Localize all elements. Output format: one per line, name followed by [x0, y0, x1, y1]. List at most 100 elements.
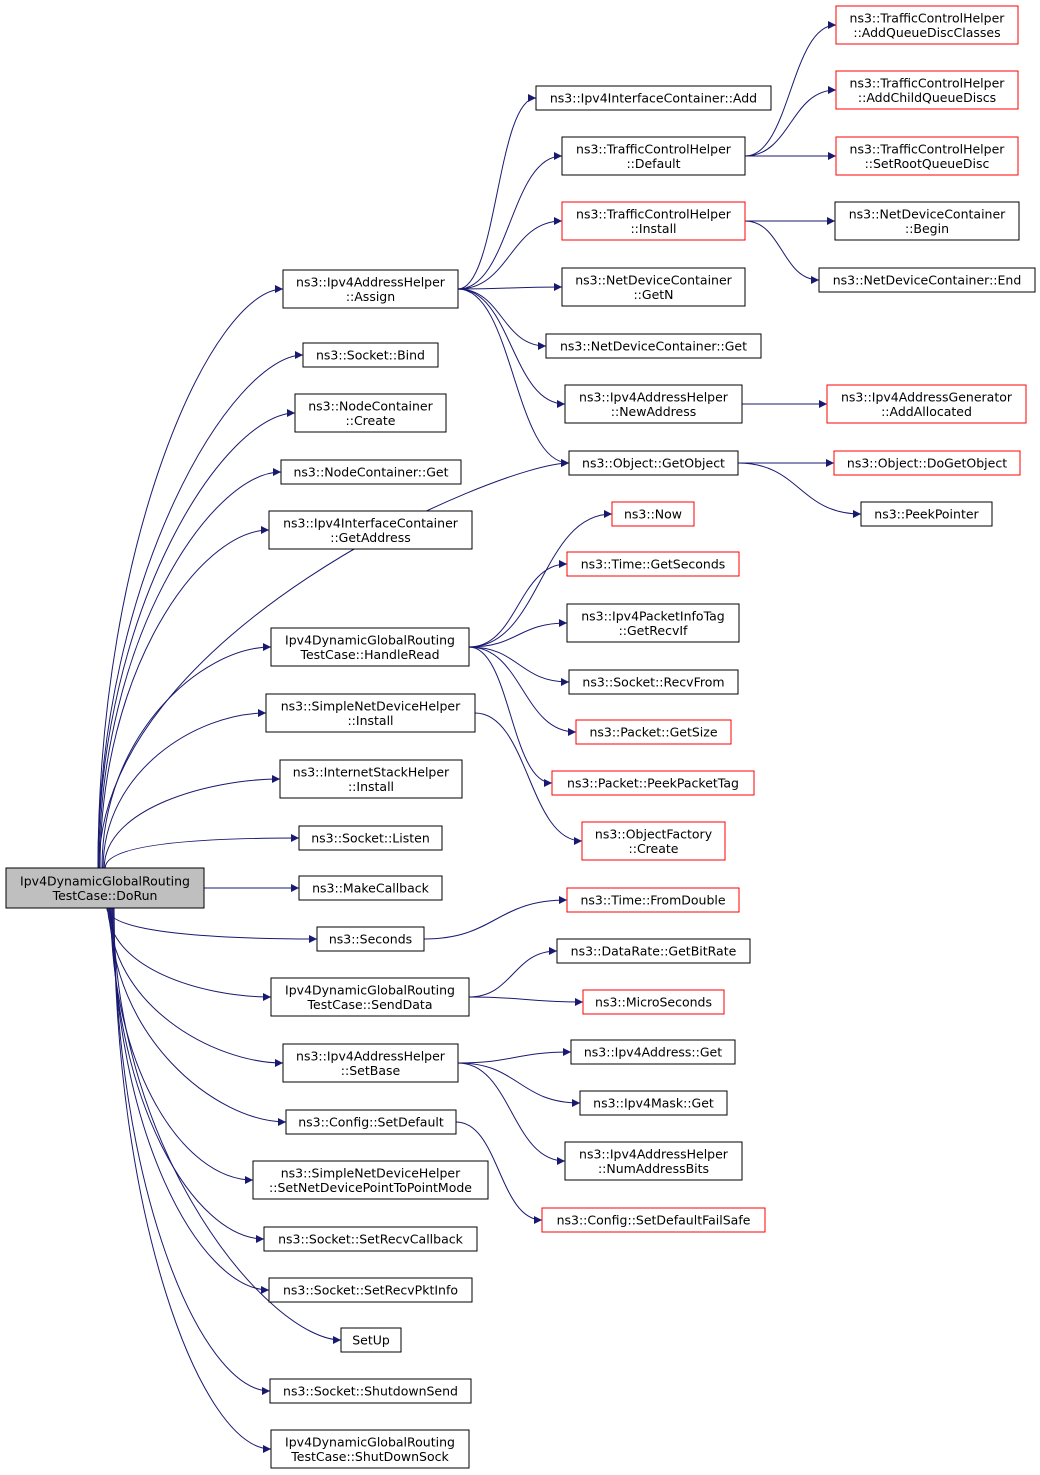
node-recvfrom[interactable]: ns3::Socket::RecvFrom	[568, 669, 739, 695]
node-label: ns3::Ipv4AddressHelper	[296, 274, 446, 289]
node-setup[interactable]: SetUp	[340, 1327, 402, 1353]
node-box	[566, 551, 740, 577]
node-ipv4mask-get[interactable]: ns3::Ipv4Mask::Get	[579, 1090, 728, 1116]
edge-sndh_install-of_create	[474, 712, 583, 845]
node-fromdouble[interactable]: ns3::Time::FromDouble	[566, 887, 740, 913]
edge-handleread-recvfrom	[468, 646, 570, 686]
node-box	[575, 719, 732, 745]
node-getseconds[interactable]: ns3::Time::GetSeconds	[566, 551, 740, 577]
node-microseconds[interactable]: ns3::MicroSeconds	[582, 989, 725, 1015]
node-box	[581, 821, 726, 861]
node-seconds[interactable]: ns3::Seconds	[316, 926, 425, 952]
node-label: ns3::SimpleNetDeviceHelper	[281, 698, 461, 713]
node-dogetobject[interactable]: ns3::Object::DoGetObject	[833, 450, 1021, 476]
node-nc-create[interactable]: ns3::NodeContainer::Create	[294, 393, 447, 433]
node-label: ns3::Packet::GetSize	[589, 725, 717, 740]
node-setbase[interactable]: ns3::Ipv4AddressHelper::SetBase	[282, 1043, 459, 1083]
node-ndc-get[interactable]: ns3::NetDeviceContainer::Get	[545, 333, 762, 359]
edge-assign-getobject	[457, 288, 570, 467]
node-setrootqd[interactable]: ns3::TrafficControlHelper::SetRootQueueD…	[835, 136, 1019, 176]
edge-root-setrecvpkt	[112, 907, 270, 1294]
node-box	[835, 136, 1019, 176]
node-setrecvcb[interactable]: ns3::Socket::SetRecvCallback	[263, 1226, 478, 1252]
node-tch-default[interactable]: ns3::TrafficControlHelper::Default	[561, 136, 746, 176]
node-iic-add[interactable]: ns3::Ipv4InterfaceContainer::Add	[535, 85, 772, 111]
node-label: ::Install	[630, 221, 676, 236]
node-getsize[interactable]: ns3::Packet::GetSize	[575, 719, 732, 745]
node-box	[268, 510, 473, 550]
node-label: ::Install	[348, 779, 394, 794]
node-numaddrbits[interactable]: ns3::Ipv4AddressHelper::NumAddressBits	[564, 1141, 743, 1181]
node-box	[252, 1160, 489, 1200]
node-label: ns3::PeekPointer	[874, 507, 979, 522]
node-addqdclasses[interactable]: ns3::TrafficControlHelper::AddQueueDiscC…	[835, 5, 1019, 45]
edge-root-listen	[104, 834, 300, 869]
node-box	[263, 1226, 478, 1252]
edge-root-assign	[97, 285, 284, 869]
node-ndc-getn[interactable]: ns3::NetDeviceContainer::GetN	[561, 267, 746, 307]
node-label: SetUp	[352, 1333, 390, 1348]
node-label: ns3::Socket::SetRecvPktInfo	[283, 1283, 458, 1298]
node-getrecvif[interactable]: ns3::Ipv4PacketInfoTag::GetRecvIf	[566, 603, 740, 643]
node-label: ns3::NodeContainer::Get	[294, 465, 449, 480]
node-bind[interactable]: ns3::Socket::Bind	[302, 342, 439, 368]
edge-root-iic_getaddr	[99, 526, 270, 869]
node-label: TestCase::ShutDownSock	[290, 1449, 449, 1464]
node-of-create[interactable]: ns3::ObjectFactory::Create	[581, 821, 726, 861]
node-addchildqd[interactable]: ns3::TrafficControlHelper::AddChildQueue…	[835, 70, 1019, 110]
node-peekpackettag[interactable]: ns3::Packet::PeekPacketTag	[551, 770, 755, 796]
node-box	[860, 501, 993, 527]
node-ipv4addr-get[interactable]: ns3::Ipv4Address::Get	[570, 1039, 736, 1065]
node-label: ns3::Object::GetObject	[582, 456, 725, 471]
node-makecallback[interactable]: ns3::MakeCallback	[298, 875, 443, 901]
edge-handleread-getsize	[468, 646, 577, 736]
node-box	[541, 1207, 766, 1233]
node-label: ns3::Config::SetDefault	[298, 1115, 444, 1130]
node-handleread[interactable]: Ipv4DynamicGlobalRoutingTestCase::Handle…	[270, 627, 470, 667]
node-tch-install[interactable]: ns3::TrafficControlHelper::Install	[561, 201, 746, 241]
node-iic-getaddr[interactable]: ns3::Ipv4InterfaceContainer::GetAddress	[268, 510, 473, 550]
node-senddata[interactable]: Ipv4DynamicGlobalRoutingTestCase::SendDa…	[270, 977, 470, 1017]
edge-assign-tch_install	[457, 217, 563, 290]
node-newaddress[interactable]: ns3::Ipv4AddressHelper::NewAddress	[564, 384, 743, 424]
node-getobject[interactable]: ns3::Object::GetObject	[568, 450, 739, 476]
edge-assign-iic_add	[457, 94, 537, 290]
node-box	[818, 267, 1036, 293]
node-setdefaultfailsafe[interactable]: ns3::Config::SetDefaultFailSafe	[541, 1207, 766, 1233]
edge-handleread-getseconds	[468, 560, 568, 648]
node-shutdownsend[interactable]: ns3::Socket::ShutdownSend	[269, 1378, 472, 1404]
node-peekpointer[interactable]: ns3::PeekPointer	[860, 501, 993, 527]
node-assign[interactable]: ns3::Ipv4AddressHelper::Assign	[282, 269, 459, 309]
node-label: ::SetBase	[341, 1063, 401, 1078]
node-box	[582, 989, 725, 1015]
node-box	[270, 977, 470, 1017]
edge-root-senddata	[107, 907, 272, 1001]
edge-root-setbase	[108, 907, 284, 1067]
node-sndh-p2p[interactable]: ns3::SimpleNetDeviceHelper::SetNetDevice…	[252, 1160, 489, 1200]
node-shutdownsock[interactable]: Ipv4DynamicGlobalRoutingTestCase::ShutDo…	[270, 1429, 470, 1469]
node-now[interactable]: ns3::Now	[611, 501, 695, 527]
node-sndh-install[interactable]: ns3::SimpleNetDeviceHelper::Install	[265, 693, 476, 733]
node-box	[579, 1090, 728, 1116]
node-label: ns3::Object::DoGetObject	[847, 456, 1007, 471]
edge-handleread-peekpackettag	[468, 646, 553, 787]
node-addallocated[interactable]: ns3::Ipv4AddressGenerator::AddAllocated	[826, 384, 1027, 424]
node-label: ns3::Ipv4InterfaceContainer::Add	[550, 91, 757, 106]
edge-root-setdefault	[109, 907, 287, 1126]
node-getbitrate[interactable]: ns3::DataRate::GetBitRate	[556, 938, 751, 964]
node-nc-get[interactable]: ns3::NodeContainer::Get	[280, 459, 462, 485]
node-setrecvpkt[interactable]: ns3::Socket::SetRecvPktInfo	[268, 1277, 473, 1303]
node-ndc-end[interactable]: ns3::NetDeviceContainer::End	[818, 267, 1036, 293]
edge-getobject-peekpointer	[737, 462, 862, 518]
node-label: ns3::Ipv4AddressGenerator	[841, 389, 1013, 404]
node-listen[interactable]: ns3::Socket::Listen	[298, 825, 443, 851]
edge-root-bind	[97, 351, 304, 869]
node-label: ns3::TrafficControlHelper	[850, 10, 1006, 25]
edge-assign-ndc_getn	[457, 283, 563, 292]
node-ish-install[interactable]: ns3::InternetStackHelper::Install	[279, 759, 463, 799]
node-setdefault[interactable]: ns3::Config::SetDefault	[285, 1109, 457, 1135]
node-label: TestCase::SendData	[307, 997, 433, 1012]
node-label: ::GetAddress	[330, 530, 410, 545]
node-box	[535, 85, 772, 111]
node-ndc-begin[interactable]: ns3::NetDeviceContainer::Begin	[834, 201, 1020, 241]
